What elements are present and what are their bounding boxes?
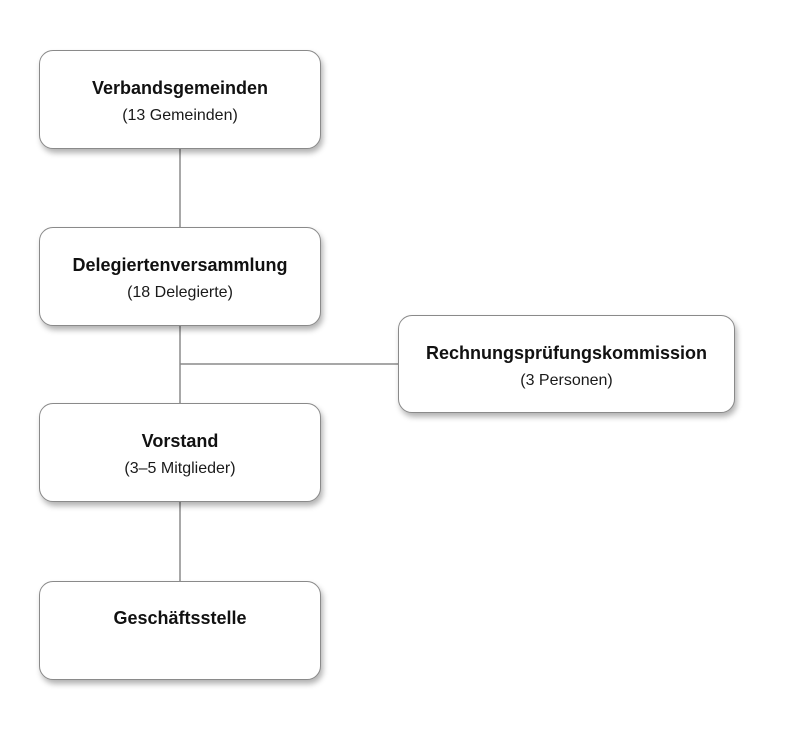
- node-title: Delegiertenversammlung: [72, 255, 288, 275]
- node-title: Verbandsgemeinden: [91, 78, 269, 98]
- node-title: Rechnungsprüfungskommission: [425, 343, 708, 363]
- node-vorstand: Vorstand (3–5 Mitglieder): [39, 403, 321, 502]
- node-subtitle: (13 Gemeinden): [122, 107, 238, 124]
- node-subtitle: (3 Personen): [520, 372, 613, 389]
- node-title: Geschäftsstelle: [113, 608, 247, 628]
- node-geschaeftsstelle: Geschäftsstelle: [39, 581, 321, 680]
- node-subtitle: (18 Delegierte): [127, 284, 233, 301]
- node-rechnungspruefungskommission: Rechnungsprüfungskommission (3 Personen): [398, 315, 735, 413]
- node-subtitle: (3–5 Mitglieder): [124, 460, 236, 477]
- node-title: Vorstand: [141, 431, 219, 451]
- node-delegiertenversammlung: Delegiertenversammlung (18 Delegierte): [39, 227, 321, 326]
- node-verbandsgemeinden: Verbandsgemeinden (13 Gemeinden): [39, 50, 321, 149]
